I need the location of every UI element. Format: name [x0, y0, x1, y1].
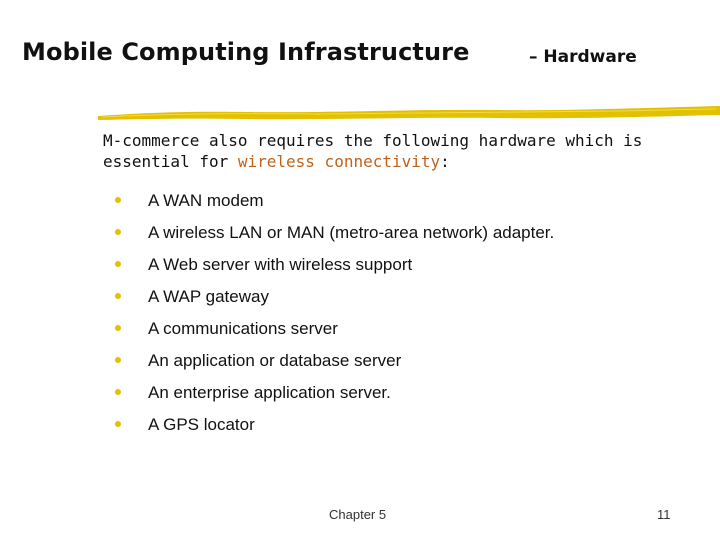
- bullet-icon: [115, 357, 121, 363]
- bullet-icon: [115, 293, 121, 299]
- intro-text: M-commerce also requires the following h…: [103, 131, 643, 171]
- page-number: 11: [657, 507, 671, 522]
- bullet-icon: [115, 325, 121, 331]
- bullet-icon: [115, 421, 121, 427]
- bullet-icon: [115, 229, 121, 235]
- list-item-text: A WAN modem: [148, 191, 264, 210]
- list-item-text: A GPS locator: [148, 415, 255, 434]
- slide-subtitle: – Hardware: [529, 47, 637, 67]
- list-item-text: A wireless LAN or MAN (metro-area networ…: [148, 223, 555, 242]
- list-item-text: An enterprise application server.: [148, 383, 391, 402]
- slide-title: Mobile Computing Infrastructure: [22, 38, 470, 66]
- bullet-icon: [115, 261, 121, 267]
- intro-paragraph: M-commerce also requires the following h…: [103, 130, 703, 172]
- intro-colon: :: [440, 152, 450, 171]
- bullet-icon: [115, 389, 121, 395]
- footer-chapter: Chapter 5: [329, 507, 387, 522]
- bullet-icon: [115, 197, 121, 203]
- list-item-text: A Web server with wireless support: [148, 255, 413, 274]
- title-underline: [98, 106, 720, 122]
- intro-highlight: wireless connectivity: [237, 152, 441, 171]
- list-item-text: A WAP gateway: [148, 287, 269, 306]
- list-item-text: An application or database server: [148, 351, 402, 370]
- list-item-text: A communications server: [148, 319, 338, 338]
